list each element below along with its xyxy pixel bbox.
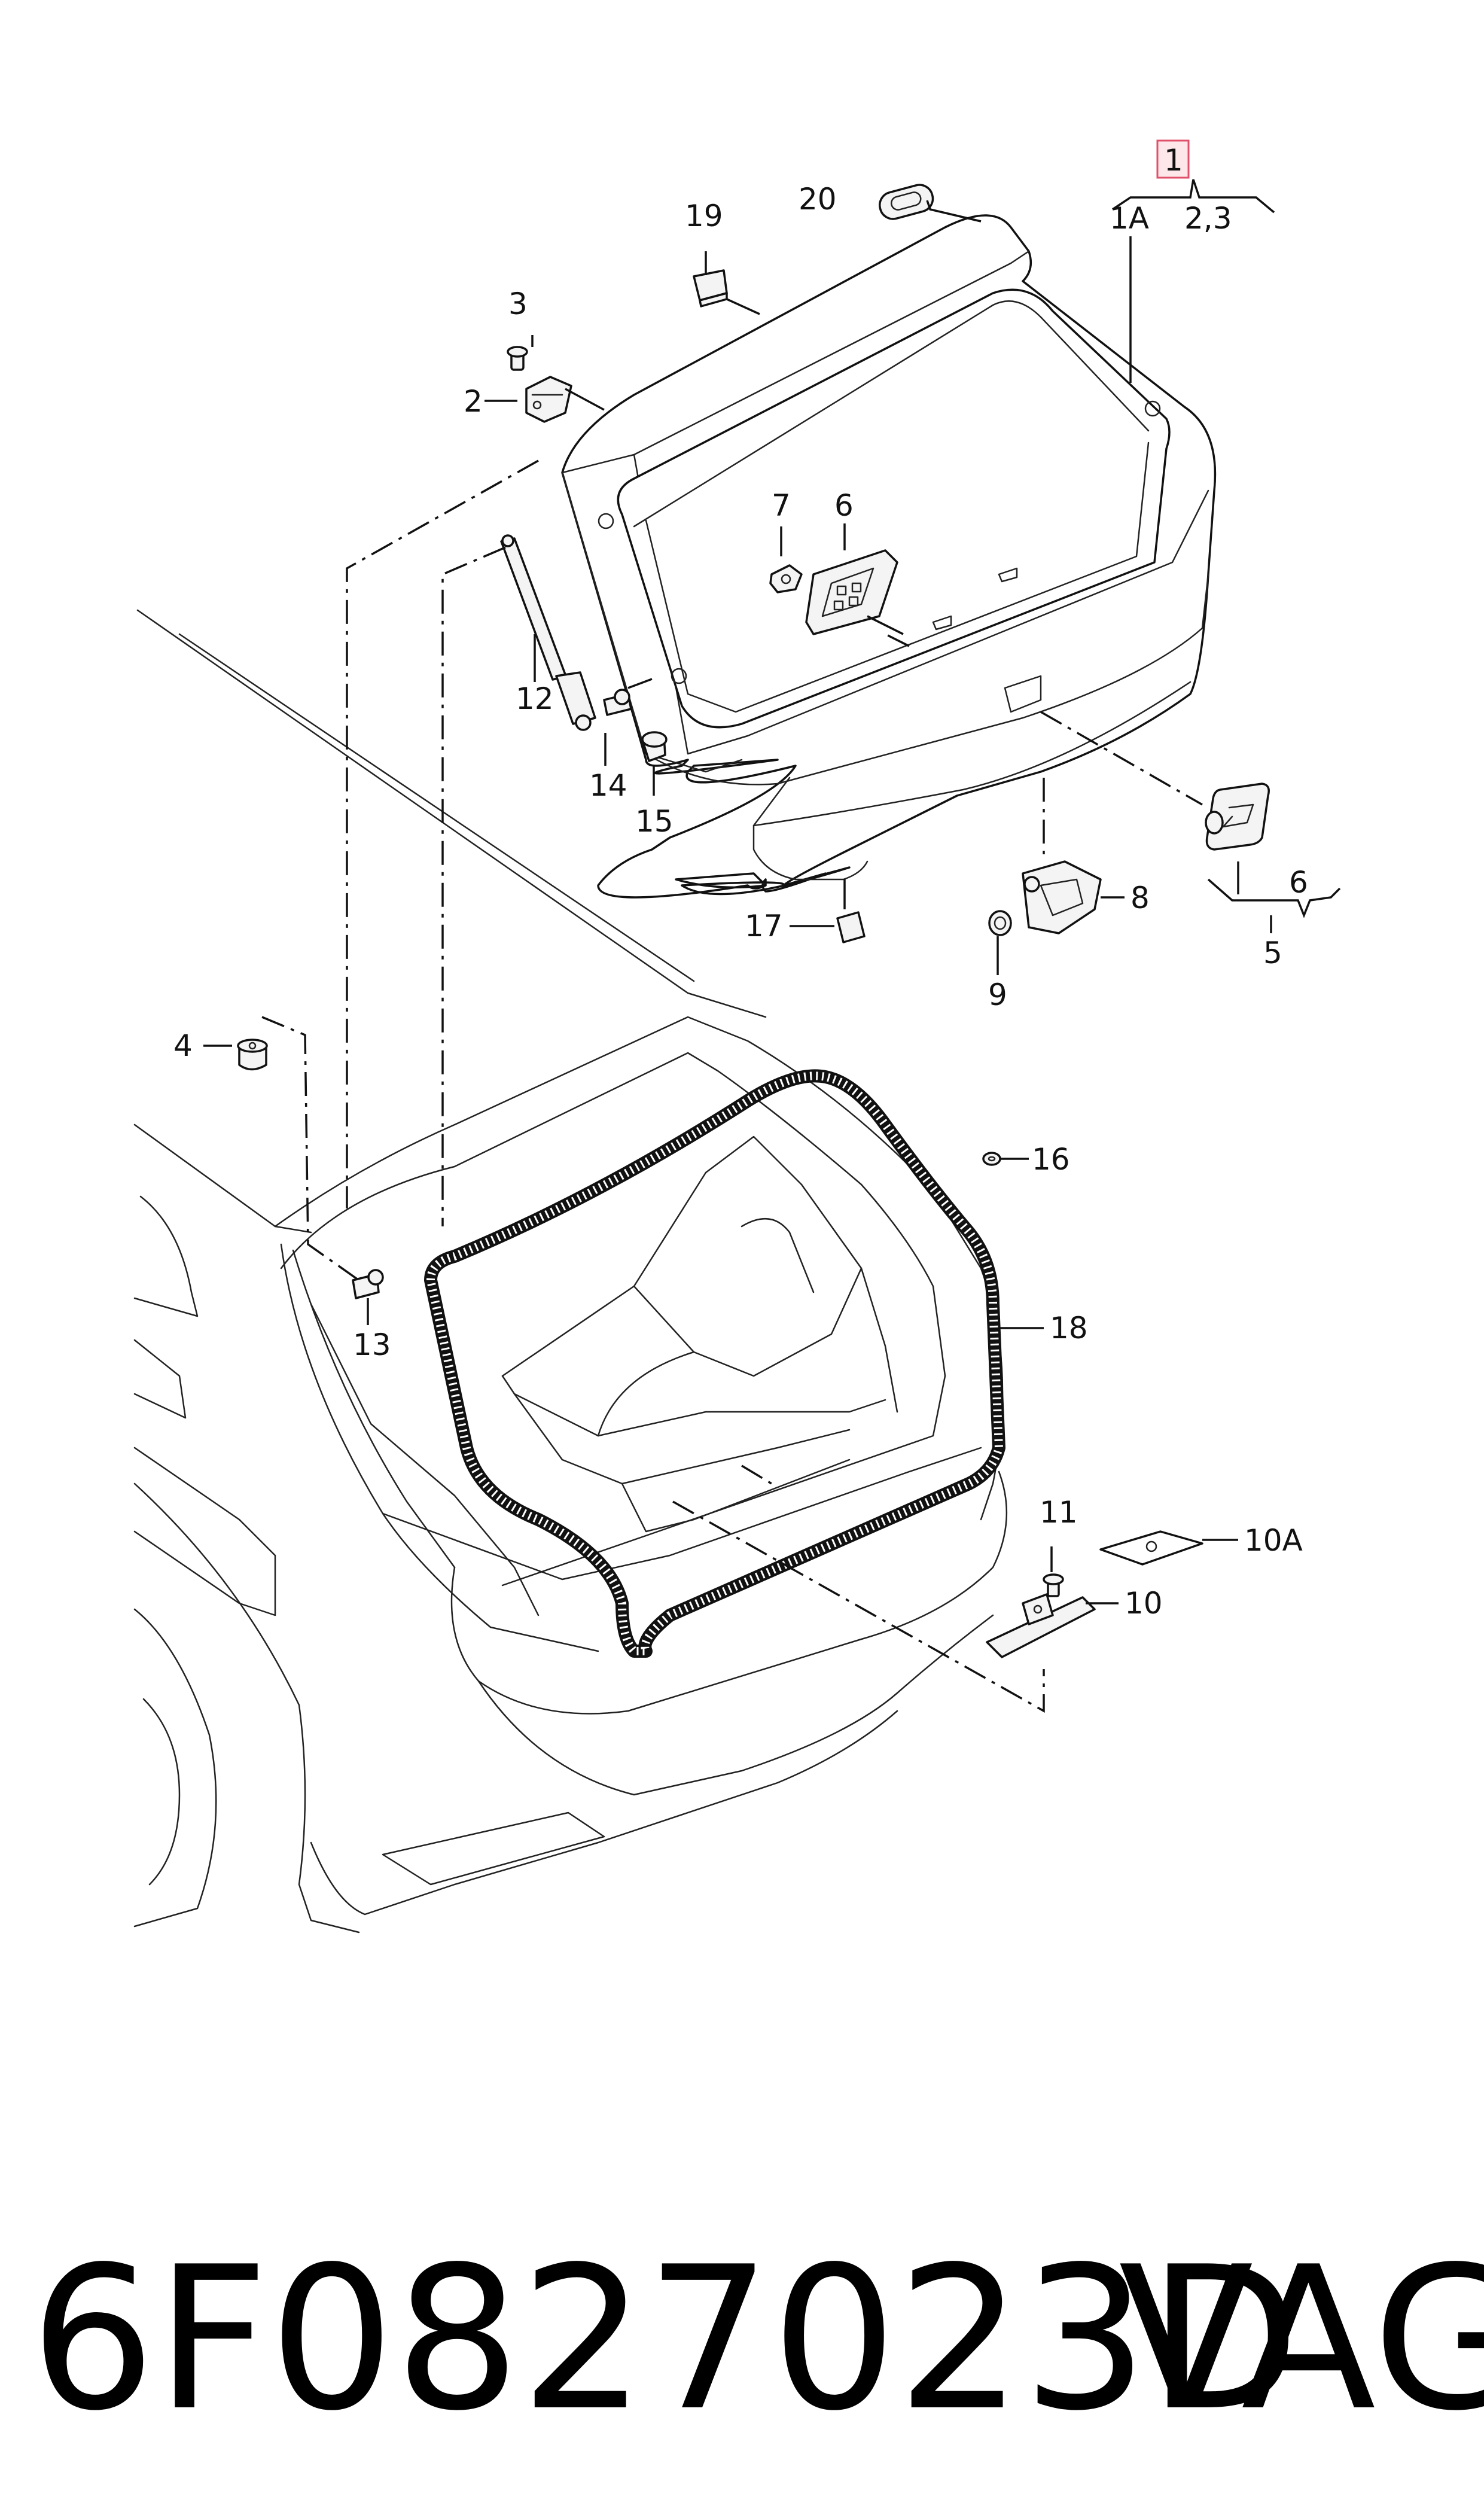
callout-2-3: 2,3 [1184, 201, 1232, 236]
part-12-gas-strut [500, 534, 596, 731]
callout-12: 12 [516, 681, 554, 716]
callout-5: 5 [1263, 936, 1282, 970]
car-body-outline [133, 609, 1008, 1934]
part-10A-plate [1099, 1530, 1203, 1566]
part-17-buffer [836, 911, 866, 943]
part-2-hinge [525, 376, 572, 423]
footer: 6F0827023D VAG [30, 2213, 1484, 2465]
part-5-emblem [1205, 783, 1270, 851]
callout-16: 16 [1032, 1142, 1070, 1177]
callout-1A: 1A [1110, 201, 1149, 236]
callout-labels: 1 1A 2,3 20 19 3 2 7 6 12 14 15 17 8 6 5… [173, 143, 1308, 1621]
part-13-ball-stud [352, 1269, 384, 1299]
callout-11: 11 [1040, 1495, 1078, 1530]
callout-20: 20 [799, 182, 837, 217]
callout-10A: 10A [1244, 1523, 1303, 1558]
part-6-lock [805, 549, 898, 635]
callout-10: 10 [1125, 1586, 1163, 1621]
callout-3: 3 [508, 287, 528, 321]
part-4-clip [237, 1039, 268, 1071]
part-20-cap [879, 184, 934, 220]
assembly-lines [261, 459, 1203, 1713]
part-number: 6F0827023D [30, 2224, 1300, 2454]
callout-19: 19 [685, 199, 723, 233]
exploded-parts-diagram: 1 1A 2,3 20 19 3 2 7 6 12 14 15 17 8 6 5… [133, 139, 1341, 1934]
part-3-bolt [507, 346, 528, 371]
door-seal [424, 1069, 1005, 1658]
part-16-grommet [982, 1152, 1001, 1166]
part-10-striker [986, 1593, 1096, 1658]
callout-1: 1 [1164, 143, 1183, 178]
callout-9: 9 [988, 978, 1007, 1012]
part-9-nut [988, 910, 1012, 936]
callout-8: 8 [1130, 881, 1150, 915]
callout-6-lock: 6 [834, 488, 854, 523]
callout-6-emblem: 6 [1289, 865, 1308, 900]
part-14-ball-stud [603, 689, 632, 716]
callout-1-highlight [1156, 139, 1190, 179]
callout-18: 18 [1050, 1311, 1088, 1345]
callout-7: 7 [772, 488, 791, 523]
brand-name: VAG [1119, 2224, 1484, 2454]
part-11-bolt [1043, 1573, 1064, 1597]
callout-2: 2 [464, 384, 483, 419]
part-19-buffer [693, 269, 728, 307]
callout-17: 17 [745, 909, 783, 943]
callout-13: 13 [353, 1327, 391, 1362]
leader-lines [203, 179, 1341, 1604]
parts [237, 184, 1270, 1658]
part-8-switch [1022, 860, 1102, 934]
part-7-nut [769, 564, 803, 593]
callout-14: 14 [589, 768, 627, 803]
callout-15: 15 [635, 804, 674, 839]
part-15-clip [641, 731, 668, 762]
callout-4: 4 [173, 1028, 193, 1063]
